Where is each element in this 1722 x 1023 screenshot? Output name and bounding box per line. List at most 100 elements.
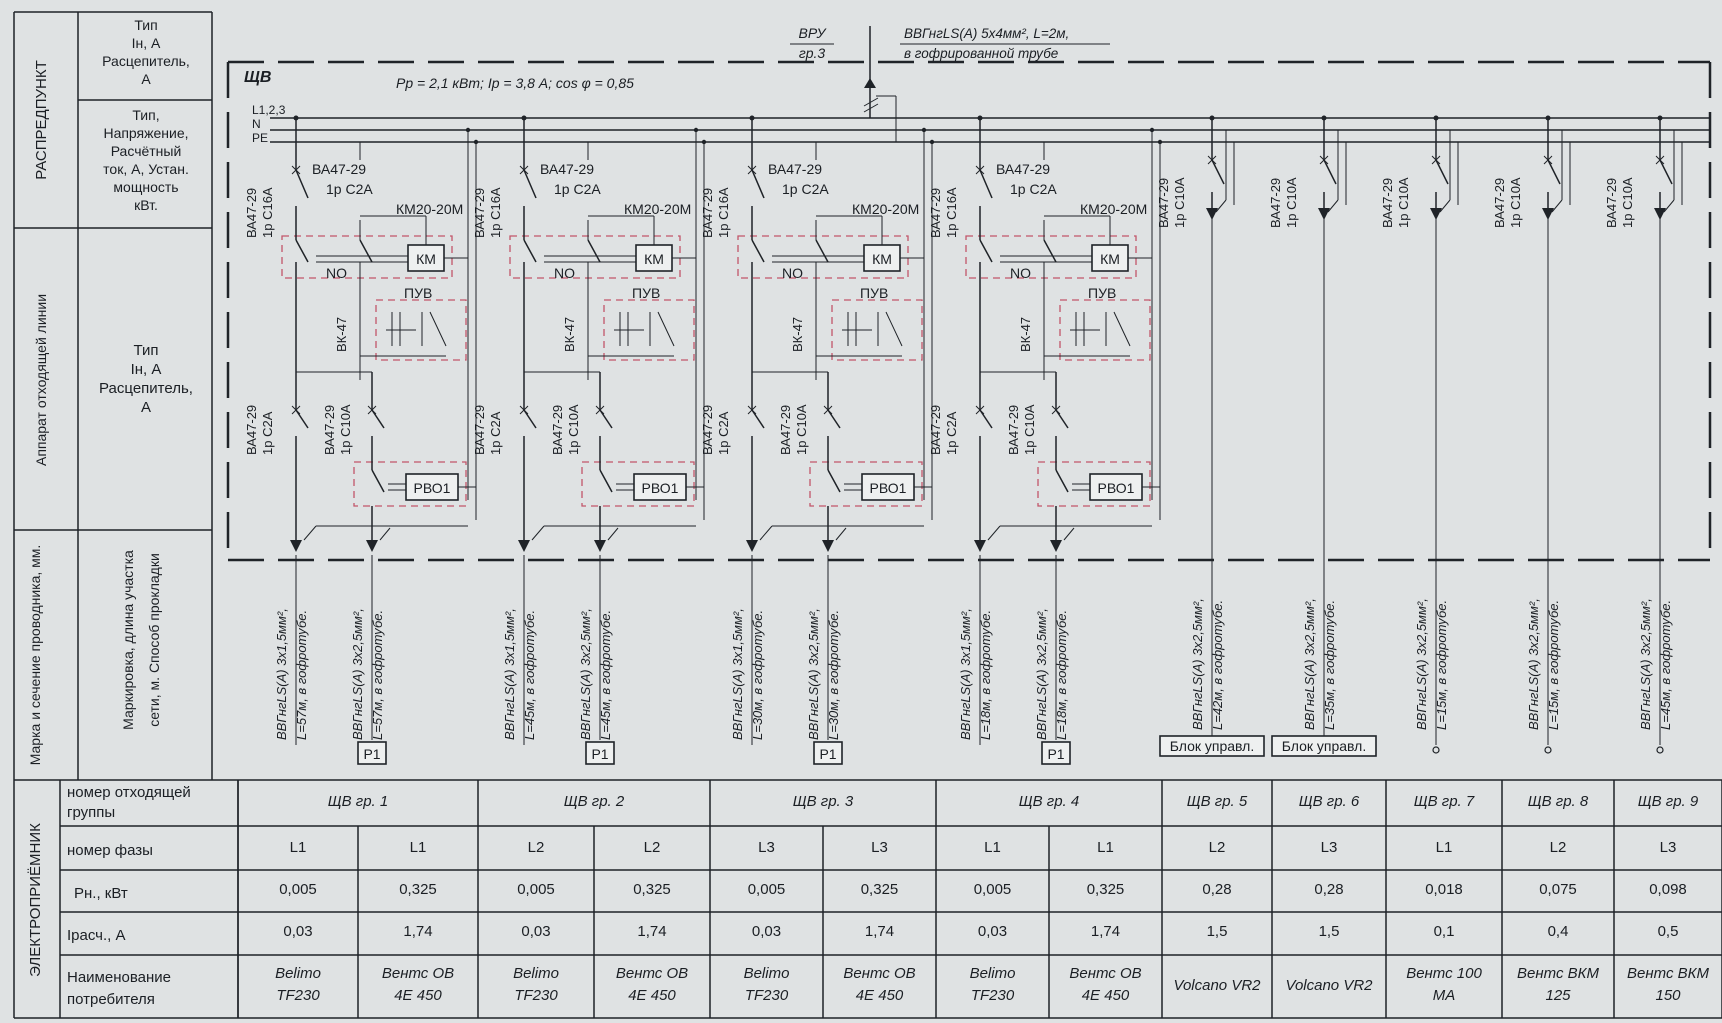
bus-junction [473, 139, 479, 145]
breaker-main-type: ВА47-29 [472, 188, 487, 238]
breaker-cross [1319, 155, 1329, 165]
outgoing-arrow [290, 540, 302, 552]
consumer-table [60, 780, 1722, 1018]
power-params-label: Рр = 2,1 кВт; Iр = 3,8 А; cos φ = 0,85 [396, 75, 634, 91]
contact [587, 239, 601, 263]
consumer-model: TF230 [276, 987, 320, 1004]
current-value: 0,1 [1434, 923, 1455, 940]
breaker-cross [519, 165, 529, 175]
p1-label: Р1 [591, 746, 608, 762]
breaker-b3-rating: 1р С2А [260, 411, 275, 455]
p1-label: Р1 [819, 746, 836, 762]
bus-junction [977, 115, 983, 121]
bus-n-label: N [252, 117, 261, 131]
consumer-model: TF230 [971, 987, 1015, 1004]
bus-junction [1433, 115, 1439, 121]
current-value: 1,5 [1319, 923, 1340, 940]
current-value: 1,74 [1091, 923, 1120, 940]
cable-1-length: L=45м, в гофротубе. [522, 610, 537, 740]
outgoing-arrow [1654, 208, 1666, 220]
km-label: КМ [1100, 251, 1120, 267]
breaker-ctrl-rating: 1р С2А [554, 181, 601, 197]
simple-breaker-type: ВА47-29 [1492, 178, 1507, 228]
puv-contact [657, 311, 675, 347]
contact [359, 239, 373, 263]
bus-junction [293, 115, 299, 121]
consumer-model: TF230 [514, 987, 558, 1004]
rvo-frame [1037, 461, 1151, 507]
breaker-b4-rating: 1р С10А [338, 404, 353, 455]
puv-label: ПУВ [1088, 285, 1116, 301]
group-name: ЩВ гр. 7 [1414, 793, 1475, 810]
p1-box [1041, 741, 1071, 765]
outgoing-arrow [822, 540, 834, 552]
outgoing-arrow [1206, 208, 1218, 220]
bus-junction [465, 127, 471, 133]
contactor-label: КМ20-20М [396, 201, 463, 217]
consumer-name: Вентс ОВ [382, 965, 454, 982]
consumer-name: Belimo [513, 965, 559, 982]
cable-2-mark: ВВГнгLS(A) 3х2,5мм², [350, 608, 365, 740]
section-apparatus-label: Аппарат отходящей линии [33, 294, 49, 466]
no-contact-label: NO [326, 265, 347, 281]
outgoing-arrow [974, 540, 986, 552]
row-breaker-label: Расцепитель, [99, 380, 193, 397]
contact [599, 469, 613, 493]
consumer-name: Belimo [970, 965, 1016, 982]
bus-junction [749, 115, 755, 121]
outgoing-arrow [1542, 208, 1554, 220]
breaker-blade [1055, 409, 1069, 429]
contact [979, 239, 993, 263]
breaker-ctrl-rating: 1р С2А [326, 181, 373, 197]
group-name: ЩВ гр. 4 [1019, 793, 1079, 810]
contactor-label: КМ20-20М [852, 201, 919, 217]
power-value: 0,005 [517, 881, 555, 898]
consumer-model: 4Е 450 [628, 987, 676, 1004]
breaker-cross [975, 165, 985, 175]
breaker-cross [291, 405, 301, 415]
simple-breaker-rating: 1р С10А [1620, 177, 1635, 228]
breaker-blade [1323, 159, 1337, 185]
bus-junction [1545, 115, 1551, 121]
breaker-cross [747, 165, 757, 175]
bottom-label-group: группы [67, 804, 115, 821]
breaker-cross [291, 165, 301, 175]
group-name: ЩВ гр. 8 [1528, 793, 1589, 810]
vk-label: ВК-47 [1018, 317, 1033, 352]
cable-1-mark: ВВГнгLS(A) 3х1,5мм², [274, 608, 289, 740]
cable-1-mark: ВВГнгLS(A) 3х1,5мм², [502, 608, 517, 740]
row-type-label: Тип [134, 17, 157, 33]
row-breaker-label: Тип [133, 342, 158, 359]
wire [987, 525, 1001, 541]
no-contact-label: NO [1010, 265, 1031, 281]
current-value: 0,03 [283, 923, 312, 940]
breaker-blade [751, 409, 765, 429]
cable-2-length: L=30м, в гофротубе. [826, 610, 841, 740]
breaker-cross [1655, 155, 1665, 165]
consumer-name: Вентс ОВ [843, 965, 915, 982]
simple-breaker-type: ВА47-29 [1604, 178, 1619, 228]
consumer-name: Volcano VR2 [1286, 977, 1374, 994]
section-distr-label: РАСПРЕДПУНКТ [33, 60, 50, 180]
consumer-table-texts: ЩВ гр. 1L10,0050,03BelimoTF230L10,3251,7… [275, 793, 1709, 1004]
contactor-label: КМ20-20М [1080, 201, 1147, 217]
km-coil-box [407, 244, 445, 272]
rvo-box [633, 473, 687, 501]
contactor-frame [965, 235, 1137, 279]
cable-end-terminal [1432, 746, 1440, 754]
breaker-ctrl-type: ВА47-29 [768, 161, 822, 177]
breaker-b4-type: ВА47-29 [322, 405, 337, 455]
cable-1-length: L=57м, в гофротубе. [294, 610, 309, 740]
cable-2-length: L=45м, в гофротубе. [598, 610, 613, 740]
contactor-label: КМ20-20М [624, 201, 691, 217]
p1-label: Р1 [363, 746, 380, 762]
cable-2-mark: ВВГнгLS(A) 3х2,5мм², [1034, 608, 1049, 740]
power-value: 0,005 [748, 881, 786, 898]
outgoing-arrow [1050, 540, 1062, 552]
breaker-cross [1431, 155, 1441, 165]
wire [607, 527, 619, 541]
breaker-blade [295, 409, 309, 429]
cable-2-mark: ВВГнгLS(A) 3х2,5мм², [578, 608, 593, 740]
breaker-cross [595, 405, 605, 415]
